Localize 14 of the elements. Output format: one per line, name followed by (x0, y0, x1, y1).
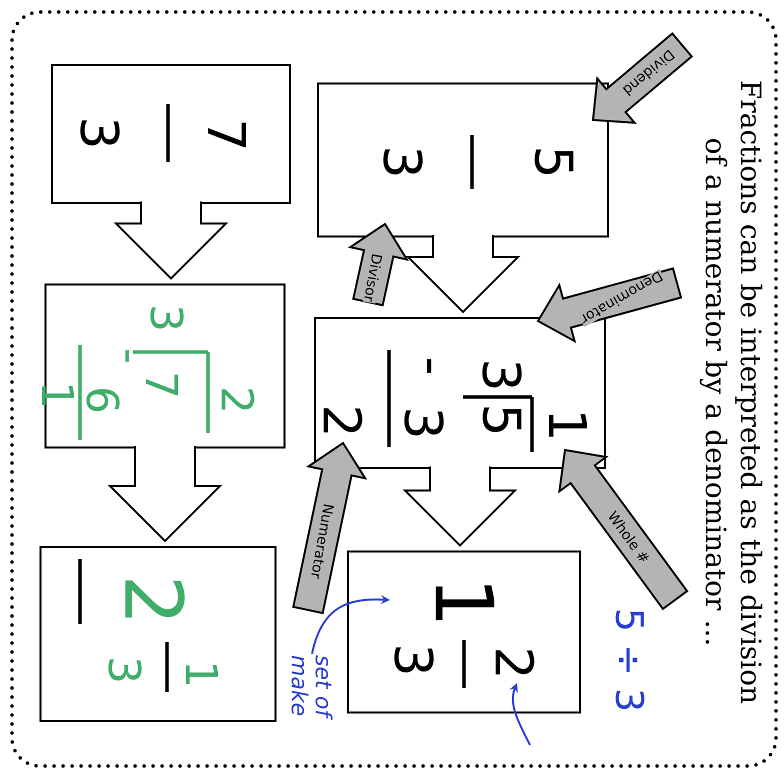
fraction-box: 5 3 (317, 82, 609, 238)
block-arrow (406, 234, 520, 314)
fraction-box: 1 2 3 (347, 550, 581, 714)
title: Fractions can be interpreted as the division of a numerator by a denominator ... (700, 81, 762, 704)
fraction-box: 2 1 3 (40, 546, 276, 722)
block-arrow (114, 200, 228, 280)
callout-label: Numerator (310, 502, 336, 581)
handwritten-note: 5 ÷ 3 (616, 610, 644, 710)
block-arrow (402, 466, 518, 547)
callout-label: Divisor (362, 252, 384, 304)
fraction-box: 7 3 (51, 64, 291, 204)
fraction-box: 2 3 7 - 6 1 (42, 284, 286, 448)
block-arrow (108, 445, 222, 542)
handwritten-note: set of make (292, 655, 333, 720)
